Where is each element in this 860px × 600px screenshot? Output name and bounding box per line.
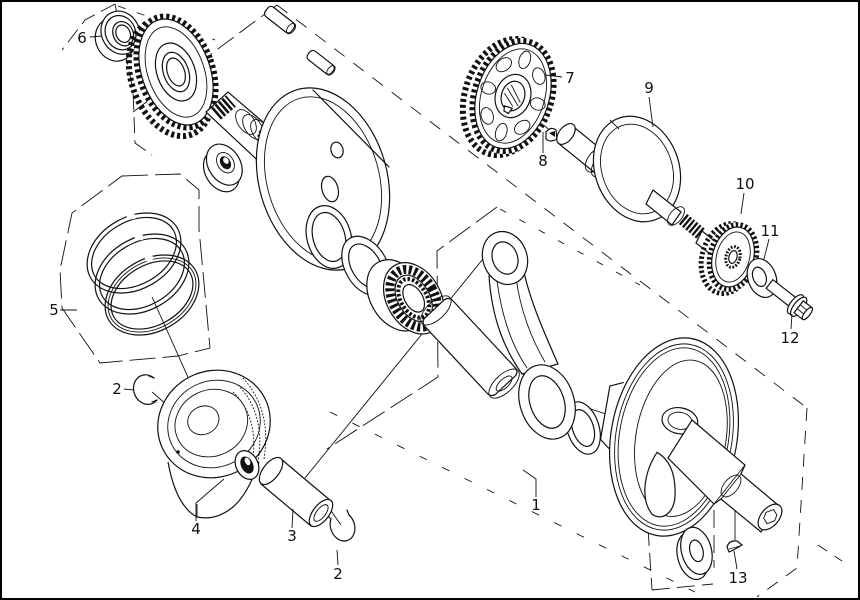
crank-web-center [255, 87, 391, 271]
shaft-hex-socket-end [757, 503, 783, 531]
callout-9: 9 [644, 79, 654, 97]
crank-wheel-shaft [667, 419, 779, 533]
callout-leader-lines [60, 35, 793, 570]
callout-13: 13 [728, 569, 747, 587]
callout-6: 6 [77, 29, 87, 47]
crank-pin [420, 295, 520, 399]
dowel-pin-lower [306, 49, 336, 76]
callout-2-bottom: 2 [333, 565, 343, 583]
part-7-driven-gear [459, 35, 557, 159]
callout-7: 7 [565, 69, 575, 87]
callout-labels: 1 2 2 3 4 5 6 7 8 9 10 11 12 13 [49, 29, 799, 587]
callout-12: 12 [780, 329, 799, 347]
callout-5: 5 [49, 301, 59, 319]
part-5-piston-ring-set [86, 212, 200, 336]
piston-pin-hole [234, 450, 260, 480]
needle-bearing [366, 259, 445, 335]
callout-4: 4 [191, 520, 201, 538]
part-8-woodruff-key [545, 127, 558, 142]
primary-drive-gear [125, 13, 219, 140]
callout-10: 10 [735, 175, 754, 193]
connecting-rod [481, 230, 576, 440]
callout-3: 3 [287, 527, 297, 545]
piston-oil-hole [176, 450, 180, 454]
part-4-piston [157, 369, 271, 519]
part-9-crankshaft-right [556, 115, 725, 260]
bearing-collar [202, 143, 243, 193]
part-13-woodruff-key [726, 540, 744, 553]
part-3-piston-pin [258, 456, 334, 528]
callout-11: 11 [760, 222, 779, 240]
callout-1: 1 [531, 496, 541, 514]
part-2-pin-clip-left [132, 374, 158, 405]
callout-2-left: 2 [112, 380, 122, 398]
part-6-lock-nut [94, 10, 141, 62]
callout-8: 8 [538, 152, 548, 170]
wheel-spacer-washer [676, 526, 713, 581]
dowel-pin-upper [263, 5, 297, 35]
crank-wheel-left-half [599, 337, 783, 537]
